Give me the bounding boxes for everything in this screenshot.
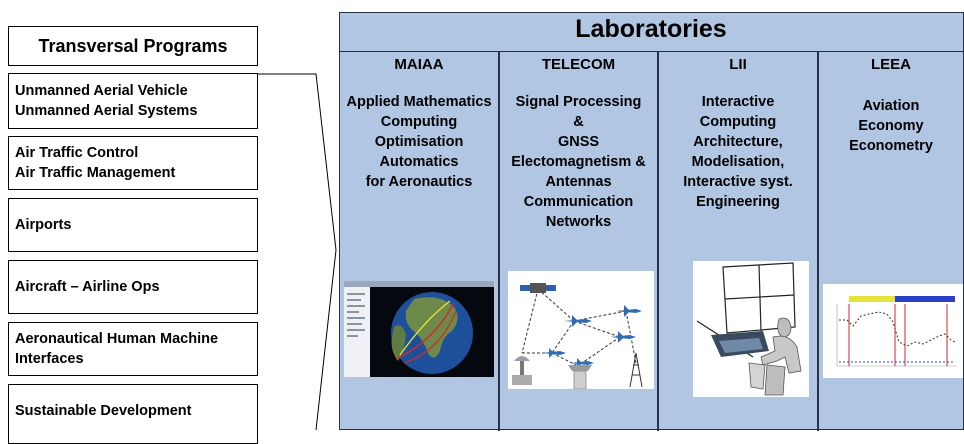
lab-line: Electomagnetism & [511,154,646,170]
lab-name: MAIAA [394,56,444,73]
satellite-aircraft-network-image [508,271,654,389]
program-atc: Air Traffic Control Air Traffic Manageme… [8,136,258,190]
program-airports: Airports [8,198,258,252]
lab-leea: LEEA Aviation Economy Econometry [817,51,963,431]
program-line: Sustainable Development [15,403,192,419]
lab-line: Modelisation, [691,154,785,170]
programs-title: Transversal Programs [8,26,258,66]
aircraft-icons [542,305,642,368]
lab-line: Interactive [701,94,775,110]
globe-flight-routes-image [344,281,494,377]
program-sustainable: Sustainable Development [8,384,258,444]
program-uav: Unmanned Aerial Vehicle Unmanned Aerial … [8,73,258,129]
lab-line: GNSS [557,134,600,150]
lab-line: Signal Processing [515,94,642,110]
control-tower-icon [568,365,592,389]
lab-description: Applied Mathematics Computing Optimisati… [340,92,498,192]
lab-description: Aviation Economy Econometry [819,96,963,156]
lab-description: Interactive Computing Architecture, Mode… [659,92,817,212]
lab-lii: LII Interactive Computing Architecture, … [657,51,817,431]
lab-line: Networks [545,214,612,230]
program-line: Air Traffic Control [15,145,139,161]
lab-line: Computing [380,114,458,130]
program-line: Unmanned Aerial Systems [15,103,198,119]
program-line: Air Traffic Management [15,165,176,181]
route-price-chart-image [823,284,963,378]
program-line: Airports [15,217,72,233]
lab-name: LEEA [870,56,911,73]
lab-description: Signal Processing & GNSS Electomagnetism… [500,92,657,232]
program-hmi: Aeronautical Human Machine Interfaces [8,322,258,376]
program-line: Aeronautical Human Machine [15,331,219,347]
lab-line: Economy [858,118,924,134]
lab-line: & [573,114,584,130]
lab-line: Econometry [849,138,933,154]
lab-line: Applied Mathematics [346,94,492,110]
connector-arrow [258,73,337,430]
lab-telecom: TELECOM Signal Processing & GNSS Electom… [498,51,657,431]
lab-line: Engineering [696,194,780,210]
program-line: Unmanned Aerial Vehicle [15,83,188,99]
lab-line: Computing [699,114,777,130]
antenna-tower-icon [629,352,643,388]
operator-at-workstation-image [693,261,809,397]
lab-line: Interactive syst. [683,174,793,190]
lab-line: Communication [523,194,634,210]
lab-line: Aviation [862,98,920,114]
program-line: Interfaces [15,351,84,367]
ground-station-icon [512,356,532,385]
lab-name: TELECOM [541,56,616,73]
satellite-icon [520,283,556,293]
lab-name: LII [729,56,747,73]
program-line: Aircraft – Airline Ops [15,279,160,295]
program-aircraft: Aircraft – Airline Ops [8,260,258,314]
lab-line: Antennas [545,174,612,190]
lab-line: for Aeronautics [365,174,473,190]
lab-line: Optimisation [374,134,464,150]
lab-line: Automatics [379,154,459,170]
laboratories-panel: Laboratories MAIAA Applied Mathematics C… [339,12,964,431]
laboratories-title: Laboratories [575,15,727,43]
lab-line: Architecture, [693,134,783,150]
lab-maiaa: MAIAA Applied Mathematics Computing Opti… [340,51,498,431]
